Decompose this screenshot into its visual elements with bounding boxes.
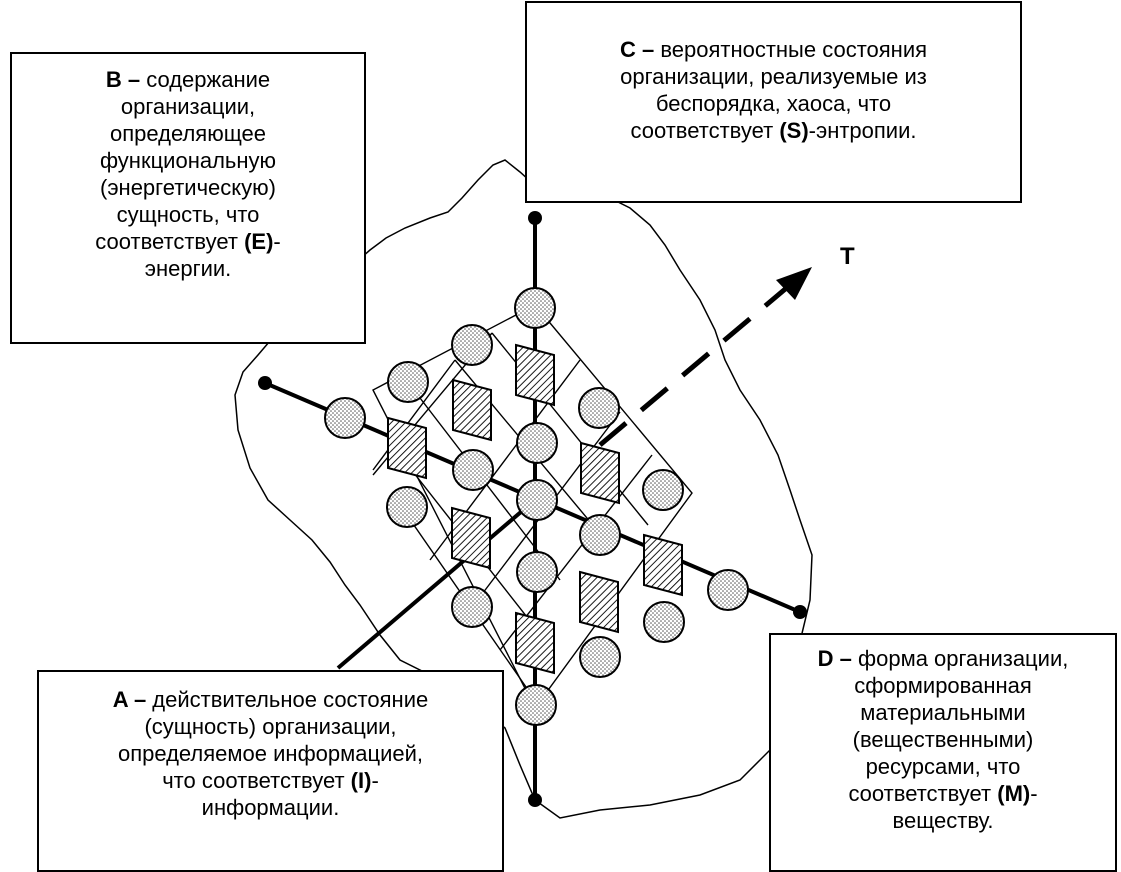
box-c-key: C – (619, 37, 655, 62)
label-box-a: A – действительное состояние (сущность) … (37, 670, 504, 872)
box-b-symbol: (E) (244, 229, 274, 254)
box-b-pre: соответствует (95, 229, 245, 254)
dotted-element (515, 684, 557, 726)
box-a-line-3: определяемое информацией, (117, 741, 424, 766)
label-box-d: D – форма организации, сформированная ма… (769, 633, 1117, 872)
box-a-pre: что соответствует (162, 768, 351, 793)
box-c-line-3: беспорядка, хаоса, что (655, 91, 892, 116)
box-a-line-2: (сущность) организации, (144, 714, 397, 739)
box-b-line-6: сущность, что (116, 202, 260, 227)
box-b-line-2: организации, (120, 94, 256, 119)
box-d-line-2: сформированная (854, 673, 1032, 698)
t-axis-dashed (598, 283, 792, 447)
box-c-symbol: (S) (779, 118, 809, 143)
box-d-line-5: ресурсами, что (865, 754, 1021, 779)
diagonal-axis-right-endpoint (793, 605, 807, 619)
dotted-element (643, 601, 685, 643)
dotted-element (578, 387, 620, 429)
label-box-b: B – содержание организации, определяющее… (10, 52, 366, 344)
box-b-text: содержание (140, 67, 271, 92)
box-c-post: -энтропии. (808, 118, 917, 143)
dotted-element (642, 469, 684, 511)
dotted-element (452, 449, 494, 491)
t-axis-arrowhead (776, 267, 812, 300)
dotted-element (579, 514, 621, 556)
dotted-element (324, 397, 366, 439)
dotted-elements (324, 287, 749, 726)
hatched-element (579, 570, 619, 634)
box-c-line-1: C – вероятностные состояния (527, 36, 1020, 63)
box-d-first: форма организации, (851, 646, 1069, 671)
box-d-post: - (1030, 781, 1038, 806)
hatched-element (451, 506, 491, 570)
box-c-line-4: соответствует (S)-энтропии. (527, 117, 1020, 144)
box-a-key: A – (112, 687, 147, 712)
box-b-line-4: функциональную (99, 148, 277, 173)
box-d-line-7: веществу. (892, 808, 994, 833)
vertical-axis-bottom-endpoint (528, 793, 542, 807)
box-d-line-1: D – форма организации, (771, 645, 1115, 672)
box-b-key: B – (105, 67, 141, 92)
hatched-element (515, 343, 555, 407)
hatched-element (515, 611, 555, 675)
hatched-element (580, 441, 620, 505)
box-c-first: вероятностные состояния (654, 37, 928, 62)
dotted-element (451, 324, 493, 366)
box-d-line-3: материальными (860, 700, 1026, 725)
hatched-element (643, 533, 683, 597)
dotted-element (516, 479, 558, 521)
hatched-element (452, 378, 492, 442)
box-c-pre: соответствует (630, 118, 780, 143)
dotted-element (386, 486, 428, 528)
box-a-post: - (371, 768, 379, 793)
box-d-line-6: соответствует (M)- (771, 780, 1115, 807)
dotted-element (707, 569, 749, 611)
t-axis-label: T (840, 243, 855, 270)
box-a-line-5: информации. (201, 795, 340, 820)
vertical-axis-top-endpoint (528, 211, 542, 225)
box-b-post: - (273, 229, 281, 254)
box-a-line-4: что соответствует (I)- (39, 767, 502, 794)
dotted-element (516, 422, 558, 464)
dotted-element (516, 551, 558, 593)
box-d-symbol: (M) (997, 781, 1031, 806)
box-d-line-4: (вещественными) (852, 727, 1034, 752)
box-a-line-1: A – действительное состояние (39, 686, 502, 713)
hatched-element (387, 416, 427, 480)
box-d-key: D – (817, 646, 852, 671)
t-axis-solid (336, 498, 537, 670)
box-b-line-5: (энергетическую) (100, 175, 276, 200)
box-b-line-8: энергии. (144, 256, 232, 281)
box-c-line-2: организации, реализуемые из (620, 64, 927, 89)
box-a-symbol: (I) (350, 768, 372, 793)
label-box-c: C – вероятностные состояния организации,… (525, 1, 1022, 203)
box-d-pre: соответствует (848, 781, 998, 806)
box-b-line-7: соответствует (E)- (12, 228, 364, 255)
dotted-element (514, 287, 556, 329)
hatched-elements (387, 343, 683, 675)
box-b-line-3: определяющее (109, 121, 267, 146)
dotted-element (579, 636, 621, 678)
box-a-first: действительное состояние (146, 687, 429, 712)
dotted-element (451, 586, 493, 628)
box-b-line-1: B – содержание (12, 66, 364, 93)
dotted-element (387, 361, 429, 403)
diagonal-axis-left-endpoint (258, 376, 272, 390)
